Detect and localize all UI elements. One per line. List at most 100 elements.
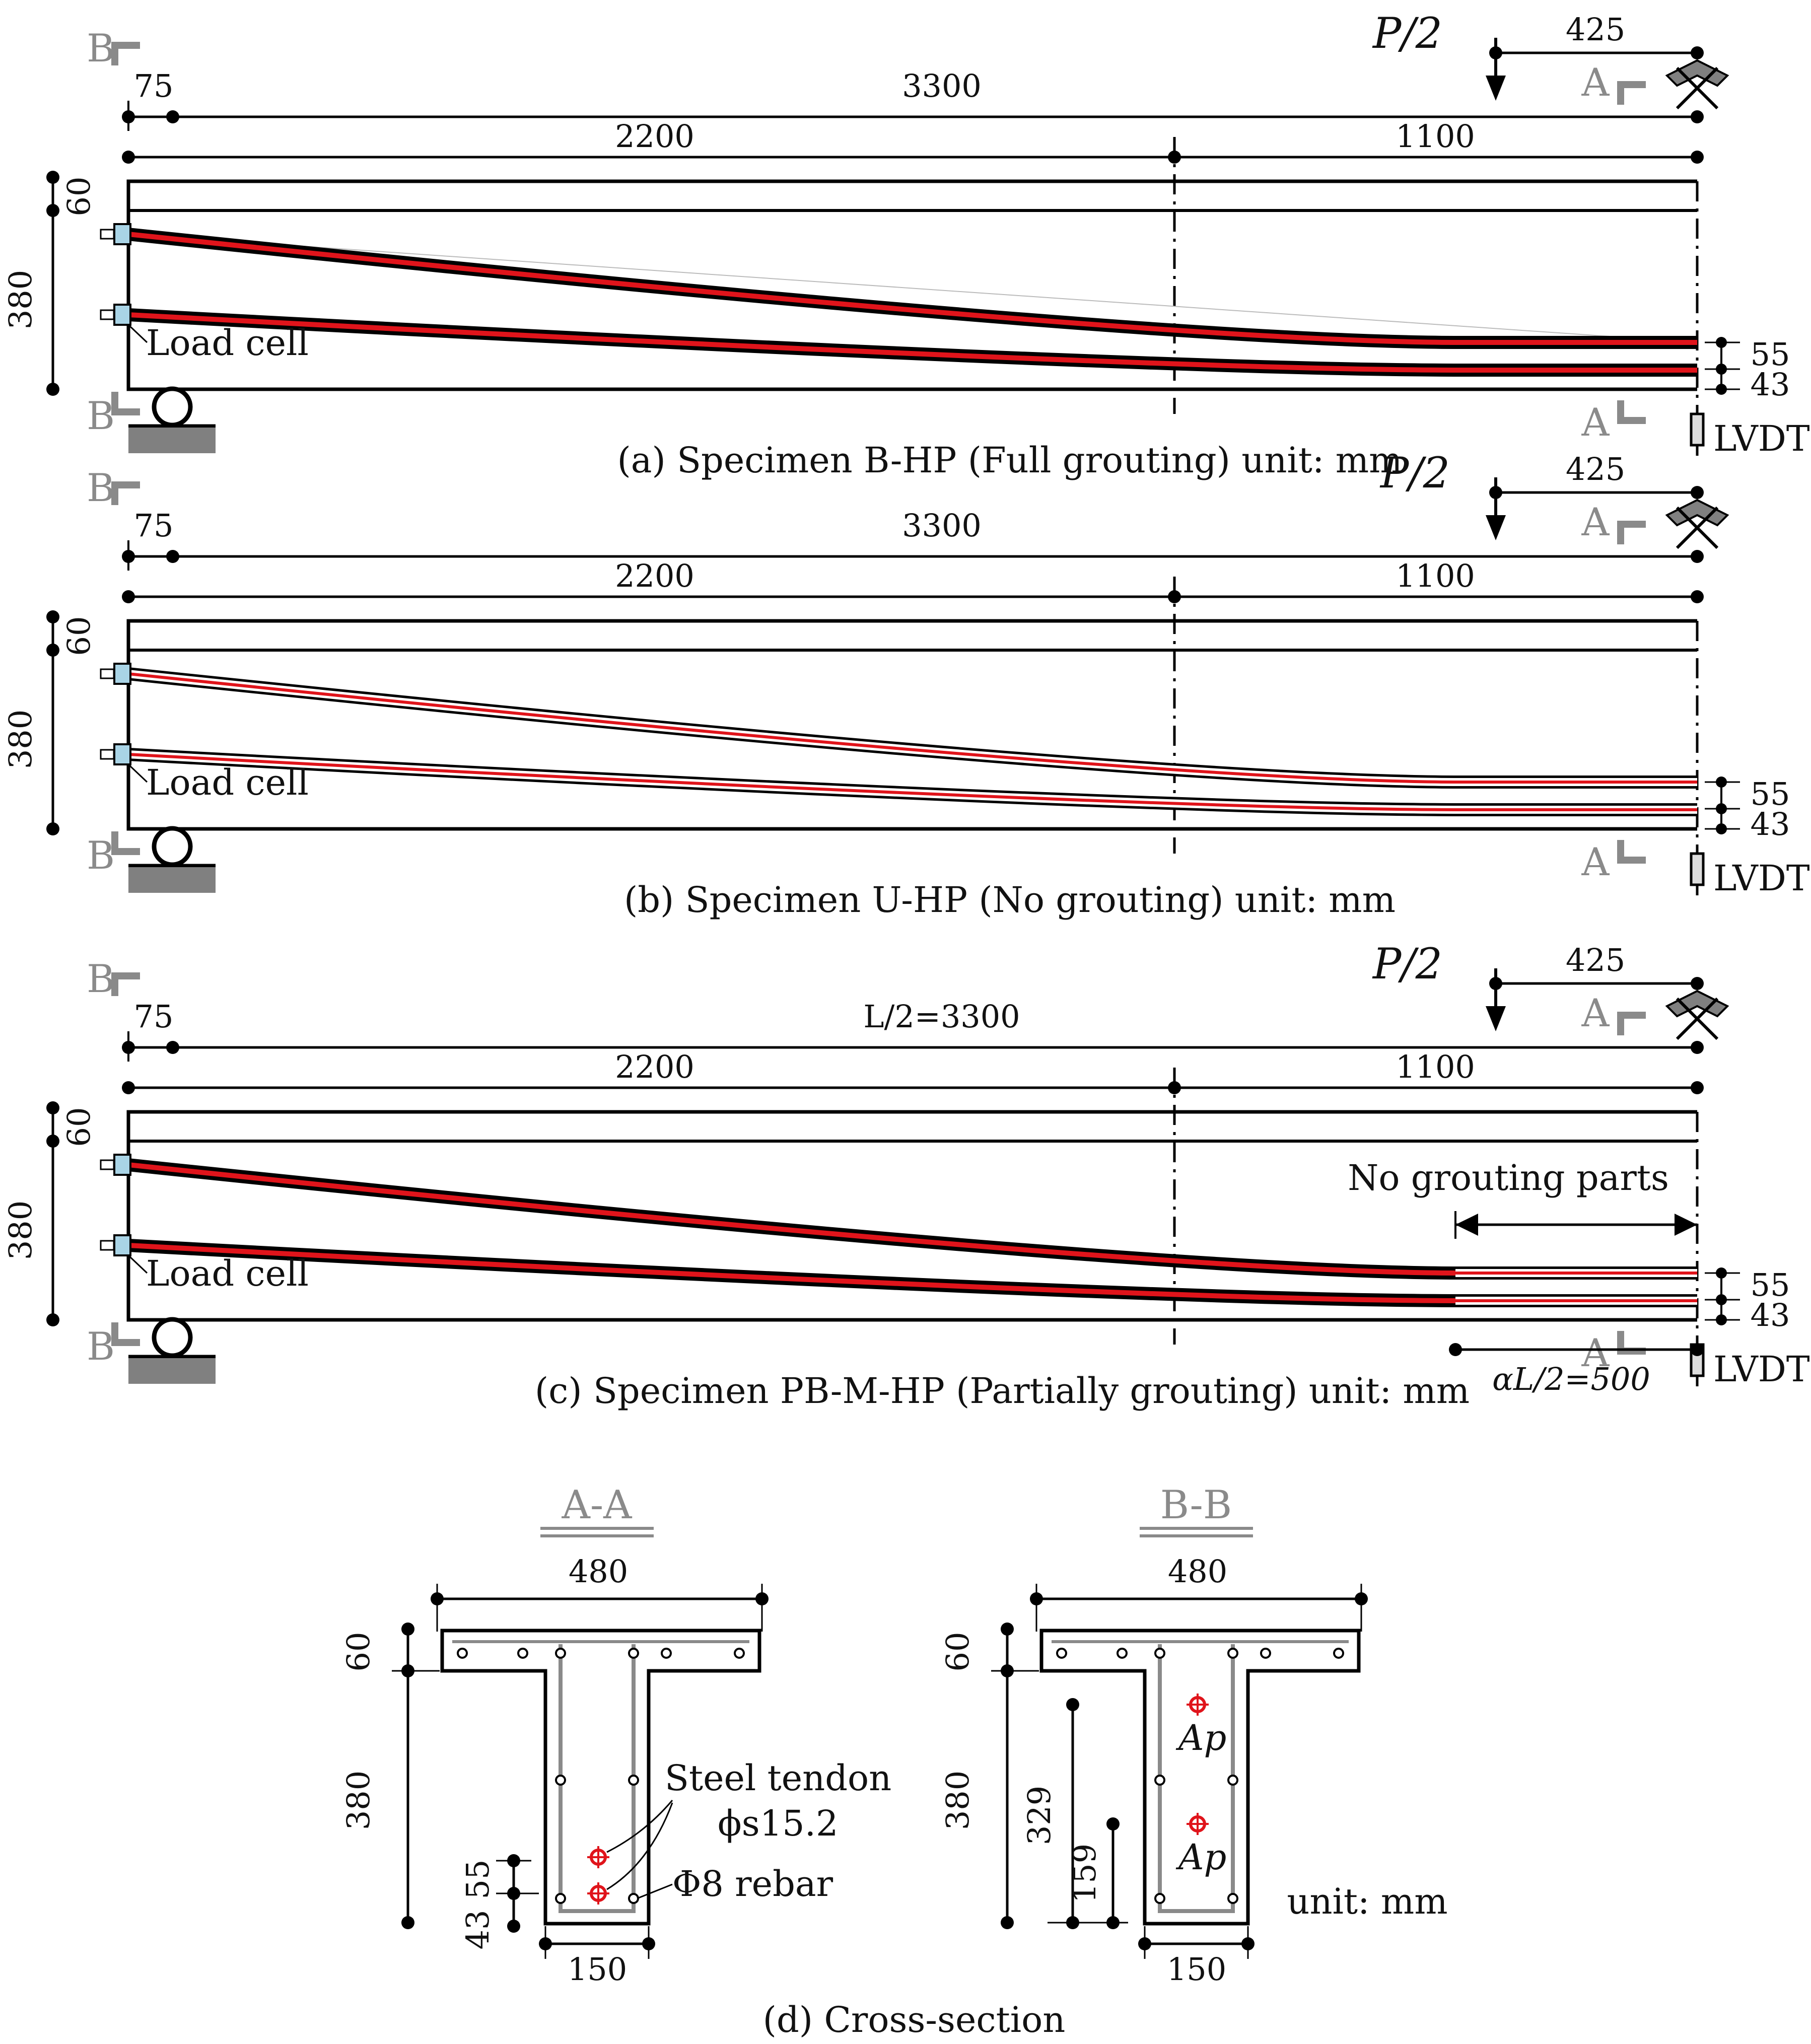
dim-load-value: 425 bbox=[1566, 942, 1625, 978]
section-mark-icon bbox=[111, 1322, 140, 1346]
dimension-dot bbox=[1106, 1817, 1120, 1830]
ground-icon bbox=[128, 1359, 216, 1384]
arrow-down-icon bbox=[1486, 76, 1506, 101]
symmetry-cross bbox=[1676, 997, 1719, 1040]
symmetry-support-icon bbox=[1665, 990, 1729, 1040]
panel-caption: (b) Specimen U-HP (No grouting) unit: mm bbox=[624, 879, 1396, 921]
load-cell-label: Load cell bbox=[146, 762, 309, 803]
lvdt-label: LVDT bbox=[1713, 418, 1810, 459]
dimension-dot bbox=[46, 1135, 59, 1148]
section-mark-icon bbox=[1617, 1012, 1646, 1035]
section-mark-icon bbox=[1617, 1331, 1646, 1355]
section-mark-icon bbox=[111, 42, 140, 65]
dimension-dot bbox=[1691, 550, 1704, 563]
no-grouting-label: No grouting parts bbox=[1348, 1157, 1669, 1199]
anchor-icon bbox=[100, 309, 115, 320]
tendon-leader bbox=[606, 1802, 673, 1890]
section-mark-icon bbox=[111, 392, 140, 415]
steel-tendon-label: Steel tendon bbox=[665, 1757, 891, 1799]
roller-support-icon bbox=[152, 826, 193, 867]
dim-load-value: 425 bbox=[1566, 451, 1625, 487]
load-cell-icon bbox=[113, 663, 131, 685]
load-label: P/2 bbox=[1372, 9, 1442, 58]
section-a-label: A bbox=[1581, 60, 1610, 105]
dim-380-value: 380 bbox=[2, 710, 39, 769]
rebar-icon bbox=[1333, 1648, 1344, 1659]
dimension-dot bbox=[122, 590, 135, 603]
ground-icon bbox=[128, 868, 216, 893]
dim-480-value: 480 bbox=[1168, 1553, 1227, 1590]
dim-75-value: 75 bbox=[134, 67, 174, 104]
upper-tendon-strand bbox=[128, 232, 1697, 345]
beam-outline bbox=[126, 619, 1697, 831]
lower-tendon bbox=[128, 1239, 1697, 1307]
dim-2200-value: 2200 bbox=[615, 557, 694, 594]
dim-total-value: 3300 bbox=[902, 67, 982, 104]
dim-1100-value: 1100 bbox=[1396, 118, 1475, 155]
dim-75-value: 75 bbox=[134, 998, 174, 1035]
dimension-dot bbox=[507, 1920, 520, 1933]
dim-159-value: 159 bbox=[1066, 1844, 1103, 1903]
section-mark-icon bbox=[111, 392, 140, 415]
t-section-outline bbox=[440, 1629, 761, 1926]
symmetry-support-icon bbox=[1665, 499, 1729, 549]
load-cell-icon bbox=[113, 743, 131, 765]
dim-380-value: 380 bbox=[2, 270, 39, 329]
dim-55-value: 55 bbox=[1751, 776, 1790, 812]
panel-caption: (c) Specimen PB-M-HP (Partially grouting… bbox=[535, 1370, 1470, 1412]
section-mark-icon bbox=[1617, 1331, 1646, 1355]
section-mark-icon bbox=[111, 481, 140, 505]
rebar-icon bbox=[1154, 1775, 1165, 1786]
dim-total-value: 3300 bbox=[902, 507, 982, 544]
section-mark-icon bbox=[111, 42, 140, 65]
dim-55-value: 55 bbox=[459, 1860, 496, 1899]
rebar-icon bbox=[628, 1775, 639, 1786]
dim-55-value: 55 bbox=[1751, 1266, 1790, 1303]
reference-line bbox=[128, 234, 1698, 343]
lower-tendon-strand bbox=[128, 312, 1697, 373]
rebar-icon bbox=[1117, 1648, 1128, 1659]
dim-55-value: 55 bbox=[1751, 336, 1790, 373]
lower-tendon bbox=[128, 748, 1697, 816]
section-mark-icon bbox=[1617, 840, 1646, 864]
section-mark-icon bbox=[1617, 81, 1646, 105]
dim-1100-value: 1100 bbox=[1396, 557, 1475, 594]
section-b-label: B bbox=[87, 956, 115, 1001]
rebar-icon bbox=[628, 1893, 639, 1904]
dim-43-value: 43 bbox=[1751, 806, 1790, 842]
dimension-dot bbox=[1691, 151, 1704, 164]
dimension-dot bbox=[1449, 1343, 1462, 1356]
arrow-down-icon bbox=[1486, 1006, 1506, 1031]
lower-tendon bbox=[128, 308, 1697, 377]
section-mark-icon bbox=[1617, 400, 1646, 424]
section-a-label: A bbox=[1581, 400, 1610, 445]
section-mark-icon bbox=[1617, 81, 1646, 105]
roller-support-icon bbox=[152, 1317, 193, 1358]
load-cell-icon bbox=[113, 304, 131, 326]
section-mark-icon bbox=[1617, 400, 1646, 424]
symmetry-support-icon bbox=[1665, 59, 1729, 110]
upper-tendon-strand-grouted bbox=[128, 1162, 1461, 1276]
dimension-dot bbox=[122, 1081, 135, 1094]
upper-tendon bbox=[127, 1158, 1697, 1280]
dimension-dot bbox=[46, 383, 59, 396]
rebar-icon bbox=[1227, 1775, 1238, 1786]
load-cell-label: Load cell bbox=[146, 1253, 309, 1294]
rebar-label: Φ8 rebar bbox=[672, 1863, 833, 1905]
section-a-label: A bbox=[1581, 500, 1610, 544]
dimension-dot bbox=[401, 1916, 414, 1929]
symmetry-support-icon bbox=[1665, 990, 1729, 1018]
rebar-icon bbox=[1056, 1648, 1067, 1659]
upper-tendon bbox=[127, 667, 1697, 789]
section-mark-icon bbox=[1617, 1012, 1646, 1035]
panel-caption: (a) Specimen B-HP (Full grouting) unit: … bbox=[617, 440, 1402, 481]
rebar-icon bbox=[457, 1648, 468, 1659]
dimension-dot bbox=[1691, 1041, 1704, 1054]
dimension-dot bbox=[1066, 1698, 1079, 1711]
section-b-label: B bbox=[87, 833, 115, 878]
rebar-icon bbox=[1154, 1893, 1165, 1904]
